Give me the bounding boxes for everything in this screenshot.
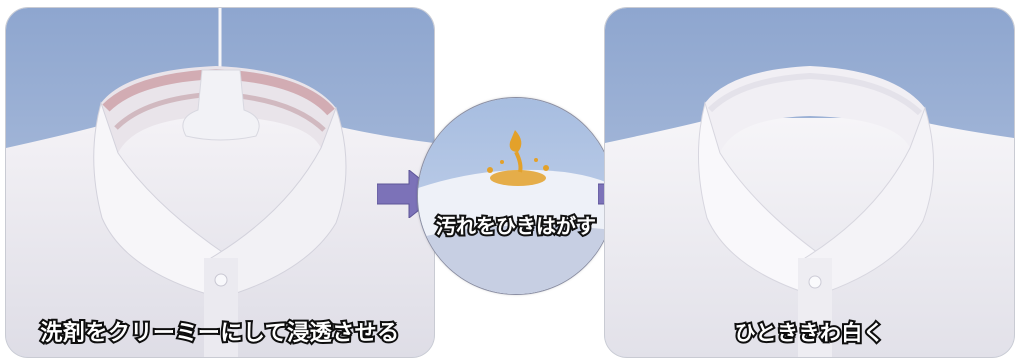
- stain-lifting-closeup: 汚れをひきはがす: [418, 98, 614, 294]
- dirty-collar-panel: 洗剤をクリーミーにして浸透させる: [6, 8, 434, 357]
- clean-collar-image: [605, 8, 1014, 357]
- step-3-caption: ひとききわ白く: [733, 319, 886, 347]
- step-2-caption: 汚れをひきはがす: [434, 212, 598, 240]
- closeup-image: [418, 98, 614, 294]
- clean-collar-panel: ひとききわ白く: [605, 8, 1014, 357]
- dirty-collar-image: [6, 8, 434, 357]
- step-1-caption: 洗剤をクリーミーにして浸透させる: [38, 319, 401, 348]
